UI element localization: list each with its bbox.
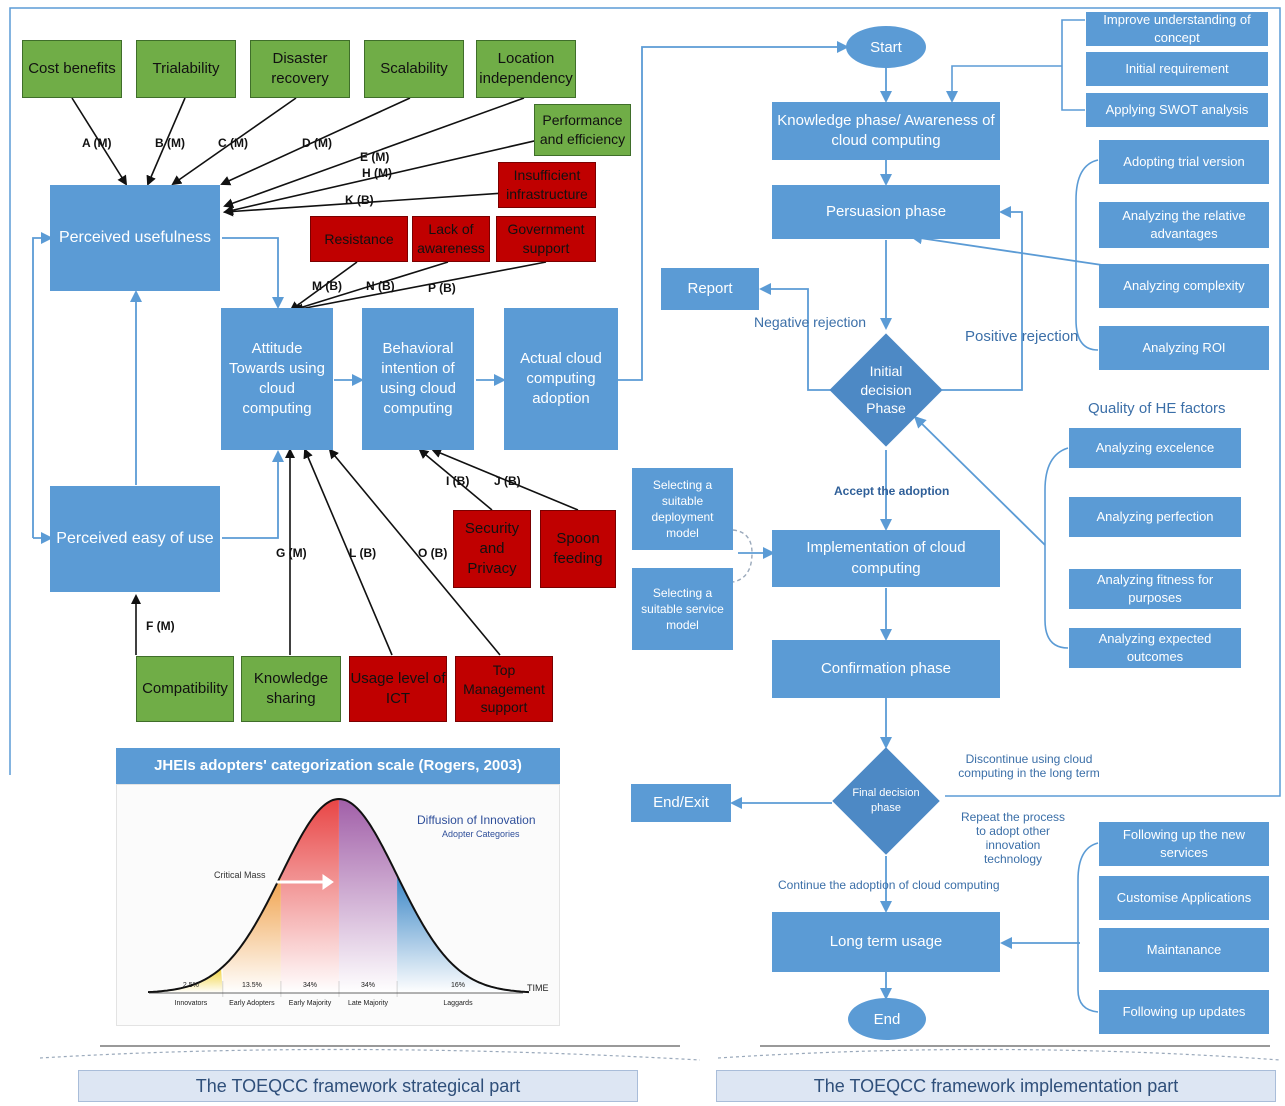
final-decision-label: Final decision phase: [852, 787, 920, 814]
awareness-item: Applying SWOT analysis: [1086, 93, 1268, 127]
critical-mass-label: Critical Mass: [214, 870, 266, 880]
quality-item: Analyzing perfection: [1069, 497, 1241, 537]
persuasion-item: Adopting trial version: [1099, 140, 1269, 184]
quality-item: Analyzing fitness for purposes: [1069, 569, 1241, 609]
implementation-part-footer: The TOEQCC framework implementation part: [716, 1070, 1276, 1102]
adopter-category-label: Innovators: [175, 1000, 208, 1007]
report-box: Report: [661, 268, 759, 310]
adopter-segment-3: [339, 799, 398, 993]
adopter-category-label: Laggards: [443, 1000, 473, 1007]
factor-resistance: Resistance: [310, 216, 408, 262]
quality-item: Analyzing excelence: [1069, 428, 1241, 468]
usage-item: Following up the new services: [1099, 822, 1269, 866]
factor-scalability: Scalability: [364, 40, 464, 98]
positive-rejection-label: Positive rejection: [965, 328, 1079, 345]
factor-top-management-support: Top Management support: [455, 656, 553, 722]
service-model-box: Selecting a suitable service model: [632, 568, 733, 650]
edge-label-c: C (M): [218, 136, 248, 150]
factor-location-independency: Location independency: [476, 40, 576, 98]
adopter-share-label: 13.5%: [242, 982, 262, 989]
usage-item: Following up updates: [1099, 990, 1269, 1034]
factor-usage-level-ict: Usage level of ICT: [349, 656, 447, 722]
factor-disaster-recovery: Disaster recovery: [250, 40, 350, 98]
adopter-category-label: Late Majority: [348, 1000, 389, 1007]
factor-cost-benefits: Cost benefits: [22, 40, 122, 98]
persuasion-item: Analyzing ROI: [1099, 326, 1269, 370]
time-axis-label: TIME: [527, 983, 549, 993]
behavioral-intention-box: Behavioral intention of using cloud comp…: [362, 308, 474, 450]
quality-item: Analyzing expected outcomes: [1069, 628, 1241, 668]
edge-label-p: P (B): [428, 281, 456, 295]
adopter-category-label: Early Adopters: [229, 1000, 275, 1007]
edge-label-h: H (M): [362, 166, 392, 180]
strategic-part-footer: The TOEQCC framework strategical part: [78, 1070, 638, 1102]
accept-adoption-label: Accept the adoption: [834, 484, 950, 498]
edge-label-l: L (B): [349, 546, 377, 560]
adopter-segment-0: [159, 968, 223, 993]
adopter-share-label: 34%: [303, 982, 317, 989]
adopters-scale-title: JHEIs adopters' categorization scale (Ro…: [116, 748, 560, 784]
long-term-usage-box: Long term usage: [772, 912, 1000, 972]
continue-adoption-label: Continue the adoption of cloud computing: [778, 878, 1000, 892]
factor-government-support: Government support: [496, 216, 596, 262]
factor-spoon-feeding: Spoon feeding: [540, 510, 616, 588]
chart-subheading: Adopter Categories: [442, 829, 520, 839]
edge-label-d: D (M): [302, 136, 332, 150]
negative-rejection-label: Negative rejection: [754, 314, 867, 330]
persuasion-phase-box: Persuasion phase: [772, 185, 1000, 239]
implementation-box: Implementation of cloud computing: [772, 530, 1000, 587]
awareness-item: Initial requirement: [1086, 52, 1268, 86]
factor-trialability: Trialability: [136, 40, 236, 98]
factor-compatibility: Compatibility: [136, 656, 234, 722]
edge-label-m: M (B): [312, 279, 342, 293]
start-node: Start: [846, 26, 926, 68]
attitude-box: Attitude Towards using cloud computing: [221, 308, 333, 450]
adopter-segment-4: [397, 875, 519, 993]
confirmation-phase-box: Confirmation phase: [772, 640, 1000, 698]
factor-security-privacy: Security and Privacy: [453, 510, 531, 588]
edge-label-f: F (M): [146, 619, 175, 633]
factor-performance-efficiency: Performance and efficiency: [534, 104, 631, 156]
edge-label-b: B (M): [155, 136, 185, 150]
adopter-segment-2: [280, 799, 339, 993]
persuasion-item: Analyzing complexity: [1099, 264, 1269, 308]
edge-label-o: O (B): [418, 546, 448, 560]
adopter-category-label: Early Majority: [289, 1000, 332, 1007]
factor-insufficient-infrastructure: Insufficient infrastructure: [498, 162, 596, 208]
actual-adoption-box: Actual cloud computing adoption: [504, 308, 618, 450]
usage-item: Customise Applications: [1099, 876, 1269, 920]
adopter-share-label: 34%: [361, 982, 375, 989]
initial-decision-label: Initial decision Phase: [860, 362, 912, 417]
end-node: End: [848, 998, 926, 1040]
quality-heading: Quality of HE factors: [1088, 400, 1226, 417]
bell-curve-outline: [148, 797, 530, 994]
chart-heading: Diffusion of Innovation: [417, 813, 536, 827]
discontinue-label: Discontinue using cloud computing in the…: [958, 752, 1100, 780]
edge-label-e: E (M): [360, 150, 390, 164]
edge-label-g: G (M): [276, 546, 307, 560]
adopter-share-label: 16%: [451, 982, 465, 989]
perceived-usefulness-box: Perceived usefulness: [50, 185, 220, 291]
deployment-model-box: Selecting a suitable deployment model: [632, 468, 733, 550]
edge-label-a: A (M): [82, 136, 112, 150]
edge-label-i: I (B): [446, 474, 470, 488]
repeat-process-label: Repeat the process to adopt other innova…: [960, 810, 1066, 866]
usage-item: Maintanance: [1099, 928, 1269, 972]
edge-label-n: N (B): [366, 279, 395, 293]
factor-lack-of-awareness: Lack of awareness: [412, 216, 490, 262]
factor-knowledge-sharing: Knowledge sharing: [241, 656, 341, 722]
critical-mass-arrow: [276, 874, 334, 890]
awareness-item: Improve understanding of concept: [1086, 12, 1268, 46]
knowledge-phase-box: Knowledge phase/ Awareness of cloud comp…: [772, 102, 1000, 160]
end-exit-box: End/Exit: [631, 784, 731, 822]
edge-label-j: J (B): [494, 474, 521, 488]
perceived-ease-of-use-box: Perceived easy of use: [50, 486, 220, 592]
persuasion-item: Analyzing the relative advantages: [1099, 202, 1269, 248]
edge-label-k: K (B): [345, 193, 374, 207]
